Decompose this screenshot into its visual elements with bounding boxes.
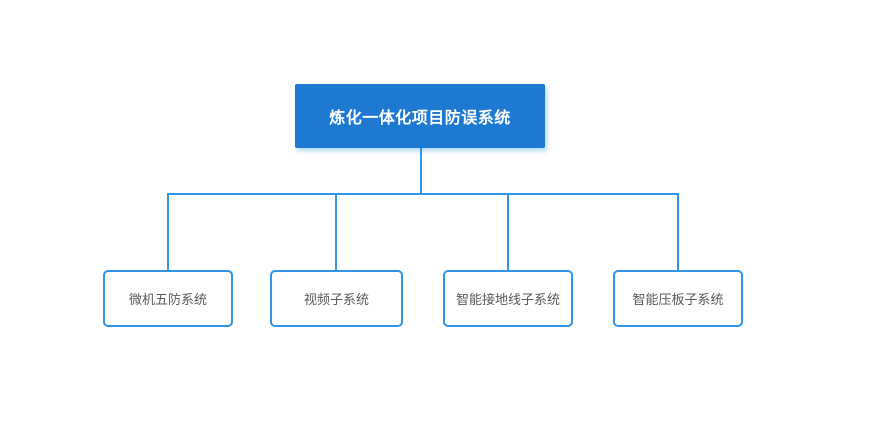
connector-root-stem xyxy=(420,148,422,193)
node-label: 视频子系统 xyxy=(303,292,369,307)
root-node[interactable]: 炼化一体化项目防误系统 xyxy=(295,84,545,148)
connector-drop-2 xyxy=(335,193,337,270)
root-node-label: 炼化一体化项目防误系统 xyxy=(329,110,511,127)
node-label: 智能压板子系统 xyxy=(632,292,724,307)
child-node-3[interactable]: 智能接地线子系统 xyxy=(443,270,573,327)
connector-drop-3 xyxy=(507,193,509,270)
connector-drop-4 xyxy=(677,193,679,270)
node-label: 智能接地线子系统 xyxy=(455,292,560,307)
connector-drop-1 xyxy=(167,193,169,270)
node-label: 微机五防系统 xyxy=(128,292,207,307)
child-node-4[interactable]: 智能压板子系统 xyxy=(613,270,743,327)
child-node-1[interactable]: 微机五防系统 xyxy=(103,270,233,327)
child-node-2[interactable]: 视频子系统 xyxy=(270,270,403,327)
connector-bus xyxy=(167,193,679,195)
